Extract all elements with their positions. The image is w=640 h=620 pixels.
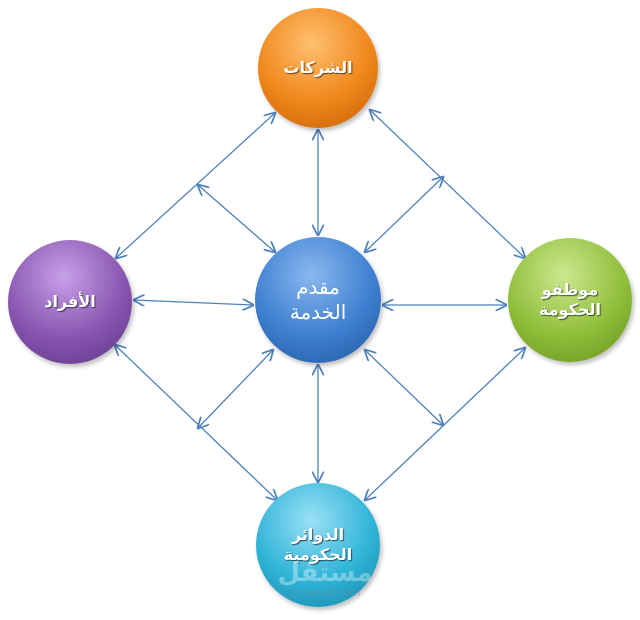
node-government-employees: موظفو الحكومة [508,238,632,362]
node-label-line1: موظفو [541,280,599,299]
arrow-center-ur [365,177,443,252]
arrow-top-right [370,110,525,258]
node-individuals: الأفراد [8,240,132,364]
node-label-line2: الحكومة [539,300,601,319]
node-service-provider: مقدم الخدمة [255,237,381,363]
arrow-center-lr [365,350,443,425]
node-label-line1: مقدم [296,275,340,299]
node-companies: الشركات [258,8,378,128]
arrow-bottom-left [115,345,277,500]
node-label-line2: الخدمة [289,300,347,324]
arrow-bottom-right [365,348,525,500]
node-label: الشركات [283,58,353,77]
node-government-departments: الدوائر الحكومية [256,483,380,607]
arrow-center-ul [198,185,275,252]
arrow-center-ll [198,350,273,428]
arrow-center-left [134,300,253,305]
node-label: الأفراد [44,292,96,311]
node-label-line1: الدوائر [291,525,345,544]
arrow-top-left [116,113,275,258]
node-label-line2: الحكومية [283,545,353,564]
